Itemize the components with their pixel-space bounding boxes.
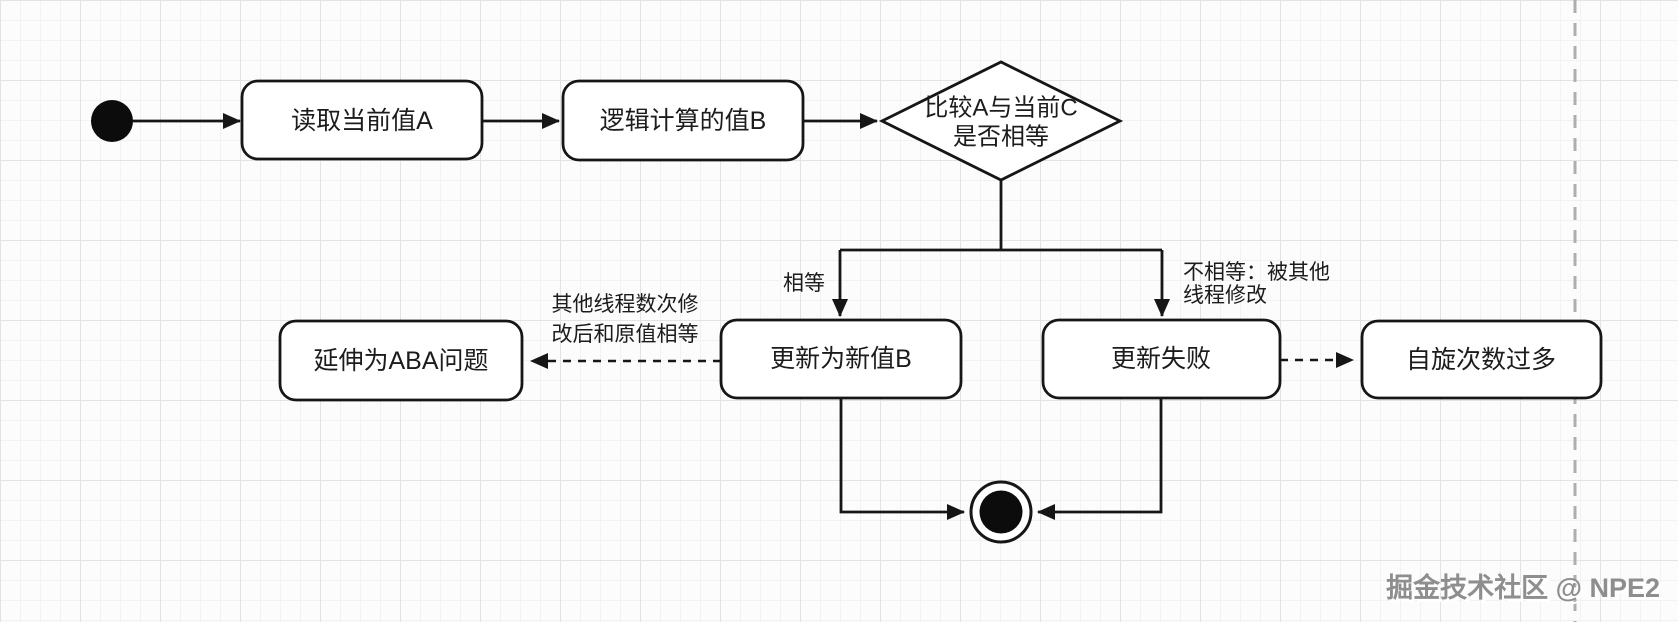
edge-label-not-equal-line2: 线程修改 xyxy=(1183,284,1267,307)
action-node-spin-shape xyxy=(1360,319,1603,400)
initial-node xyxy=(91,100,133,142)
action-node-compute: 逻辑计算的值B xyxy=(561,79,805,162)
edge-decision-branch-split xyxy=(840,180,1162,252)
final-node xyxy=(969,480,1033,544)
action-node-spin-label: 自旋次数过多 xyxy=(1406,346,1556,374)
edge-update-new-to-final xyxy=(839,398,965,520)
action-node-update-fail: 更新失败 xyxy=(1041,318,1282,400)
watermark: 掘金技术社区 @ NPE2 xyxy=(1386,572,1660,603)
action-node-update-fail-label: 更新失败 xyxy=(1111,345,1211,373)
action-node-update-new: 更新为新值B xyxy=(719,318,963,400)
action-node-update-new-label: 更新为新值B xyxy=(770,345,912,373)
action-node-read: 读取当前值A xyxy=(240,79,484,161)
action-node-update-new-shape xyxy=(719,318,963,400)
edge-label-equal: 相等 xyxy=(783,272,825,295)
watermark-shadow: 掘金技术社区 @ NPE2 xyxy=(1389,575,1663,606)
edge-update-fail-to-final xyxy=(1037,398,1163,520)
action-node-read-label: 读取当前值A xyxy=(291,107,433,135)
action-node-compute-label: 逻辑计算的值B xyxy=(600,107,767,135)
action-node-spin: 自旋次数过多 xyxy=(1360,319,1603,400)
decision-node: 比较A与当前C 是否相等 xyxy=(878,60,1124,182)
final-node-inner-dot xyxy=(979,490,1023,534)
decision-node-label-line1: 比较A与当前C xyxy=(924,95,1077,122)
action-node-read-shape xyxy=(240,79,484,161)
action-node-aba-label: 延伸为ABA问题 xyxy=(313,347,488,375)
edge-label-not-equal-line1: 不相等：被其他 xyxy=(1183,261,1330,284)
edge-label-aba-note-line2: 改后和原值相等 xyxy=(552,323,699,346)
decision-node-shape xyxy=(878,60,1124,182)
action-node-aba-shape xyxy=(278,319,524,402)
action-node-update-fail-shape xyxy=(1041,318,1282,400)
edge-label-aba-note-line1: 其他线程数次修 xyxy=(552,293,699,316)
decision-node-label-line2: 是否相等 xyxy=(953,124,1049,151)
action-node-compute-shape xyxy=(561,79,805,162)
action-node-aba: 延伸为ABA问题 xyxy=(278,319,524,402)
